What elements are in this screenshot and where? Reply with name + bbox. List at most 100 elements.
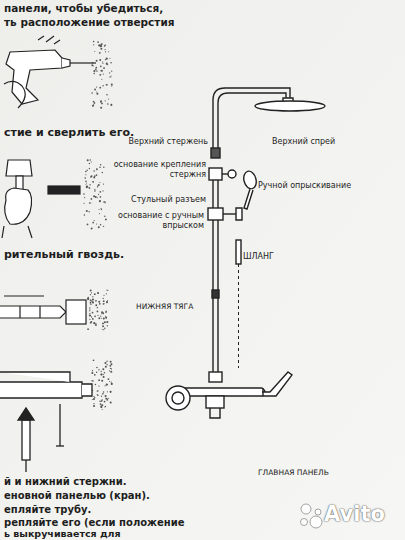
wall-dot xyxy=(100,107,102,109)
wall-dot xyxy=(93,177,95,179)
wall-dot xyxy=(103,183,104,184)
wall-dot xyxy=(100,70,101,71)
instruction-text: панели, чтобы убедиться, xyxy=(4,2,163,15)
wall-dot xyxy=(94,374,96,376)
wall-dot xyxy=(92,296,93,297)
wall-dot xyxy=(91,64,93,66)
wall-dot xyxy=(91,92,93,94)
wall-dot xyxy=(104,202,105,203)
wall-dot xyxy=(101,208,102,209)
wall-dot xyxy=(100,403,102,405)
wall-dot xyxy=(87,328,89,330)
wall-dot xyxy=(111,383,113,385)
bracket-figure xyxy=(0,372,92,472)
wall-dot xyxy=(90,322,92,324)
wall-dot xyxy=(92,299,94,301)
wall-dot xyxy=(90,290,92,292)
wall-dot xyxy=(107,378,109,380)
wall-dot xyxy=(106,301,108,303)
wall-dot xyxy=(110,391,112,393)
wall-dot xyxy=(106,293,107,294)
wall-dot xyxy=(101,396,102,397)
anchor-figure xyxy=(0,296,86,324)
wall-dot xyxy=(103,374,104,375)
wall-dot xyxy=(92,301,94,303)
wall-dot xyxy=(91,227,93,229)
wall-dot xyxy=(94,102,96,104)
wall-dot xyxy=(100,316,101,317)
wall-dot xyxy=(104,406,105,407)
wall-dot xyxy=(100,66,102,68)
wall-dot xyxy=(86,185,88,187)
wall-dot xyxy=(97,315,98,316)
wall-dot xyxy=(99,303,101,305)
wall-dot xyxy=(105,100,106,101)
wall-dot xyxy=(104,401,106,403)
wall-dot xyxy=(104,45,105,46)
hammer-figure xyxy=(2,160,80,238)
instruction-text: ть расположение отверстия xyxy=(4,16,175,29)
wall-dot xyxy=(92,370,93,371)
wall-dot xyxy=(98,194,99,195)
wall-dot xyxy=(96,372,97,373)
wall-dot xyxy=(89,202,91,204)
wall-dot xyxy=(93,403,94,404)
wall-dot xyxy=(94,293,96,295)
wall-dot xyxy=(92,65,94,67)
wall-dot xyxy=(110,361,112,363)
wall-dot xyxy=(97,41,99,43)
wall-dot xyxy=(103,376,105,378)
wall-dot xyxy=(107,300,108,301)
instruction-text: епляйте трубу. xyxy=(4,504,91,516)
wall-dot xyxy=(98,301,100,303)
instruction-text: рительный гвоздь. xyxy=(4,248,124,261)
wall-dot xyxy=(97,394,99,396)
wall-dot xyxy=(85,171,87,173)
part-name: ШЛАНГ xyxy=(243,252,274,262)
wall-dot xyxy=(96,367,98,369)
wall-dot xyxy=(94,220,95,221)
wall-dot xyxy=(93,70,95,72)
wall-dot xyxy=(98,209,99,210)
wall-dot xyxy=(95,67,97,69)
wall-dot xyxy=(97,197,98,198)
wall-dot xyxy=(92,105,94,107)
wall-dot xyxy=(98,184,100,186)
wall-dot xyxy=(106,364,107,365)
wall-dot xyxy=(100,48,102,50)
part-name: ГЛАВНАЯ ПАНЕЛЬ xyxy=(258,468,329,477)
wall-dot xyxy=(93,44,94,45)
wall-dot xyxy=(92,301,93,302)
wall-dot xyxy=(99,166,101,168)
wall-dot xyxy=(111,368,112,369)
wall-dot xyxy=(105,395,107,397)
wall-dot xyxy=(95,304,97,306)
wall-dot xyxy=(97,390,98,391)
wall-dot xyxy=(105,398,107,400)
wall-dot xyxy=(111,382,112,383)
part-name: основание крепления стержня xyxy=(108,160,206,179)
wall-dot xyxy=(88,187,89,188)
wall-dot xyxy=(105,51,106,52)
wall-dot xyxy=(91,175,93,177)
part-name: Стульный разъем xyxy=(120,195,206,205)
wall-dot xyxy=(99,182,100,183)
instruction-text: ь выкручивается для xyxy=(4,528,121,539)
wall-dot xyxy=(102,329,103,330)
wall-dot xyxy=(84,197,85,198)
wall-dot xyxy=(94,189,95,190)
wall-dot xyxy=(87,159,89,161)
wall-dot xyxy=(106,84,107,85)
wall-dot xyxy=(85,184,86,185)
wall-dot xyxy=(101,311,103,313)
wall-dot xyxy=(102,409,103,410)
wall-dot xyxy=(94,51,95,52)
wall-dot xyxy=(105,385,106,386)
wall-dot xyxy=(99,87,101,89)
wall-dot xyxy=(96,93,98,95)
wall-dot xyxy=(101,404,103,406)
wall-dot xyxy=(90,304,91,305)
wall-dot xyxy=(91,198,93,200)
